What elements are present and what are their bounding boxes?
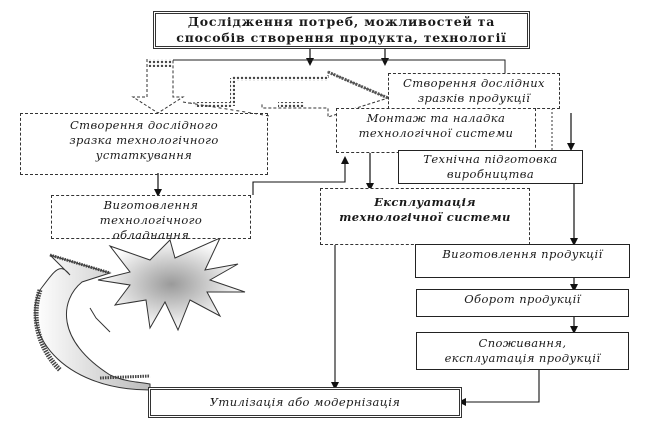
label-line: Монтаж та наладка: [366, 111, 506, 125]
label-line: Споживання,: [478, 336, 567, 350]
explosion-icon: [97, 236, 246, 332]
label-line: устаткування: [95, 148, 193, 162]
label-line: обладнання: [112, 228, 190, 242]
label-line: зразка технологічного: [69, 133, 219, 147]
box-research-needs-line2: способів створення продукта, технології: [176, 30, 507, 45]
label-line: Експлуатація: [374, 195, 476, 209]
box-prototype-equipment: Створення дослідного зразка технологічно…: [20, 113, 268, 175]
recycle-arrow-icon: [33, 253, 151, 391]
label-line: експлуатація продукції: [444, 351, 601, 365]
hatched-down-arrow: [131, 59, 185, 114]
connector-consumption-to-disposal: [458, 370, 540, 406]
box-production: Виготовлення продукції: [415, 244, 630, 278]
label-line: технологічної системи: [358, 126, 514, 140]
label-line: Виготовлення: [103, 198, 199, 212]
connector-top-branch: [172, 59, 506, 78]
box-assembly: Монтаж та наладка технологічної системи: [336, 108, 536, 153]
label-line: технологічної системи: [339, 210, 511, 224]
box-consumption: Споживання, експлуатація продукції: [416, 332, 629, 370]
box-tech-preparation: Технічна підготовка виробництва: [398, 150, 583, 184]
label-line: технологічного: [99, 213, 203, 227]
box-circulation: Оборот продукції: [416, 289, 629, 317]
box-disposal: Утилізація або модернізація: [148, 387, 462, 418]
label-line: виробництва: [446, 167, 535, 181]
label-line: Створення дослідних: [403, 76, 545, 90]
label-line: Виготовлення продукції: [442, 247, 603, 261]
box-operation-system: Експлуатація технологічної системи: [320, 188, 530, 245]
box-research-needs-line1: Дослідження потреб, можливостей та: [187, 14, 496, 29]
label-line: Оборот продукції: [464, 292, 581, 306]
label-line: Утилізація або модернізація: [209, 395, 401, 409]
box-prototype-products: Створення дослідних зразків продукції: [388, 73, 560, 109]
box-equipment-manufacturing: Виготовлення технологічного обладнання: [51, 195, 251, 242]
label-line: Створення дослідного: [69, 118, 219, 132]
label-line: Технічна підготовка: [423, 152, 558, 166]
box-research-needs: Дослідження потреб, можливостей та спосо…: [153, 11, 530, 49]
hatched-right-arrow: [188, 70, 390, 118]
connector-manufacturing-to-assembly: [252, 156, 349, 195]
label-line: зразків продукції: [417, 91, 531, 105]
